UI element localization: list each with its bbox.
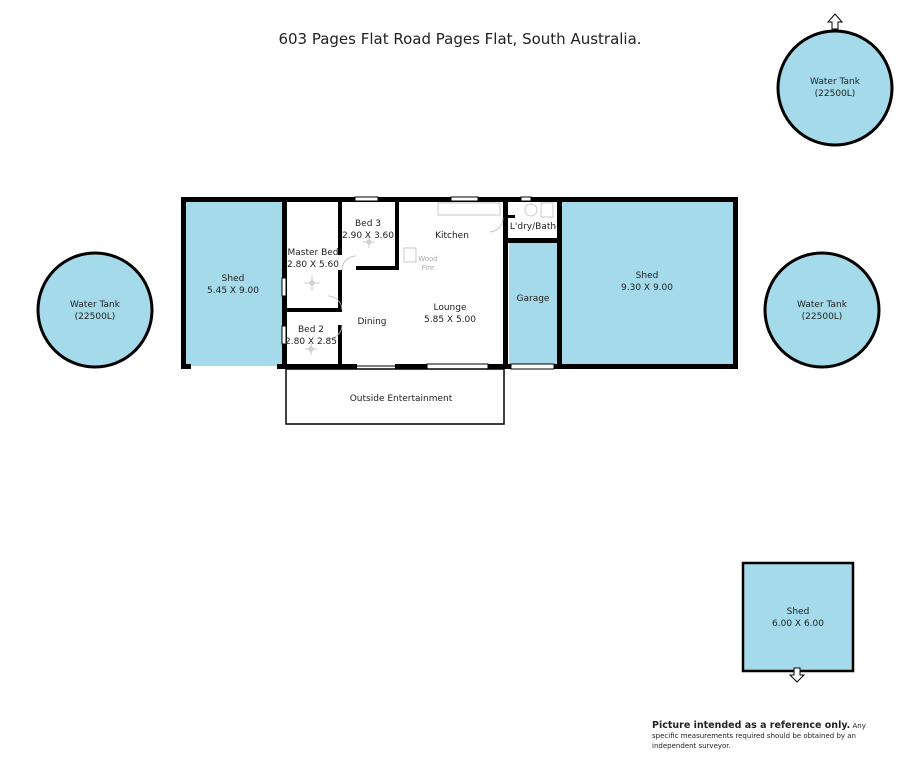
disclaimer: Picture intended as a reference only. An… [652,721,887,751]
shed-right-fill [562,202,733,366]
room-name: Master Bed [287,248,338,258]
room-size: 5.85 X 5.00 [424,315,476,325]
room-size: 2.80 X 2.85 [285,337,337,347]
room-size: 6.00 X 6.00 [772,619,824,629]
room-name: Shed [787,607,810,617]
room-name: L'dry/Bath [510,222,556,232]
tank-label: Water Tank [797,300,848,310]
disclaimer-bold: Picture intended as a reference only. [652,720,851,731]
water-tank-right: Water Tank (22500L) [763,251,881,369]
windows [281,196,555,370]
tank-label: Water Tank [810,77,861,87]
wood-fire-label: Wood [418,255,438,263]
room-name: Garage [517,294,550,304]
fixtures [304,202,554,355]
room-name: Shed [636,271,659,281]
water-tank-top-right: Water Tank (22500L) [776,29,894,147]
shed-left-fill [186,202,282,366]
outside-entertainment-area [285,368,505,425]
shed-bottom: Shed 6.00 X 6.00 [741,561,855,673]
arrow-down-icon [788,667,806,683]
tank-label: Water Tank [70,300,121,310]
water-tank-left: Water Tank (22500L) [36,251,154,369]
room-size: 9.30 X 9.00 [621,283,673,293]
room-name: Bed 3 [355,219,381,229]
ceiling-fan-icon [363,236,375,248]
ceiling-fan-icon [305,343,317,355]
north-arrow-icon [826,13,844,30]
ceiling-fan-icon [304,275,320,291]
room-size: 5.45 X 9.00 [207,286,259,296]
plan-title: 603 Pages Flat Road Pages Flat, South Au… [278,30,641,48]
room-name: Outside Entertainment [350,394,453,404]
room-size: 2.90 X 3.60 [342,231,394,241]
garage-fill [509,243,557,364]
room-name: Kitchen [435,231,469,241]
room-name: Bed 2 [298,325,324,335]
disclaimer-text: Any specific measurements required shoul… [652,722,866,750]
room-name: Shed [222,274,245,284]
tank-capacity: (22500L) [75,312,116,322]
room-name: Lounge [433,303,466,313]
wood-fire-label: Fire [422,264,435,272]
tank-capacity: (22500L) [802,312,843,322]
room-size: 2.80 X 5.60 [287,260,339,270]
tank-capacity: (22500L) [815,89,856,99]
room-name: Dining [357,317,386,327]
